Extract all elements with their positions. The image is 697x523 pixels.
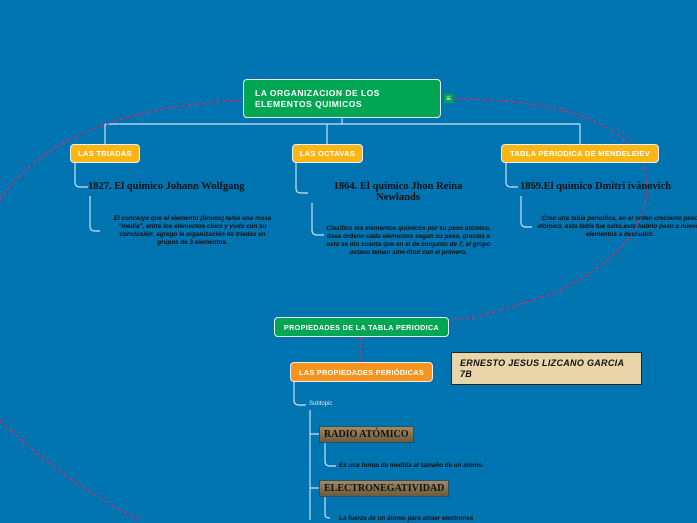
relationship-line	[0, 98, 648, 520]
note-mendeleiev: Creo una tabla periodica, en el orden cr…	[537, 215, 697, 238]
branch-las-triadas[interactable]: LAS TRIADAS	[70, 144, 140, 163]
subtopic[interactable]: Subtopic	[309, 401, 333, 407]
radio-atomico[interactable]: RADIO ATÓMICO	[319, 426, 414, 443]
heading-newlands: 1864. El químico Jhon Reina Newlands	[333, 181, 463, 203]
note-electronegatividad: La fuerza de un átomo para atraer electr…	[339, 515, 474, 522]
branch-las-octavas[interactable]: LAS OCTAVAS	[292, 144, 363, 163]
heading-dmitri: 1869.El quimico Dmitri ivánovich	[520, 181, 672, 192]
branch-mendeleiev[interactable]: TABLA PERIODICA DE MENDELEIEV	[501, 144, 659, 163]
electronegatividad[interactable]: ELECTRONEGATIVIDAD	[319, 480, 450, 497]
propiedades-periodicas[interactable]: LAS PROPIEDADES PERIÓDICAS	[290, 362, 433, 382]
propiedades-topic[interactable]: PROPIEDADES DE LA TABLA PERIODICA	[274, 317, 449, 337]
note-octavas: Clasifico los elementos quimicos por su …	[326, 225, 491, 256]
author-box: ERNESTO JESUS LIZCANO GARCIA 7B	[451, 352, 642, 385]
note-triadas: El concluyo que el elemento (bromo) teni…	[113, 215, 272, 246]
menu-icon[interactable]: ≡	[444, 94, 453, 103]
central-topic[interactable]: LA ORGANIZACION DE LOS ELEMENTOS QUIMICO…	[243, 79, 441, 118]
heading-wolfgang: 1827. El quimico Johann Wolfgang	[88, 181, 245, 192]
note-radio: Es una forma de medida al tamaño de un a…	[339, 462, 484, 469]
